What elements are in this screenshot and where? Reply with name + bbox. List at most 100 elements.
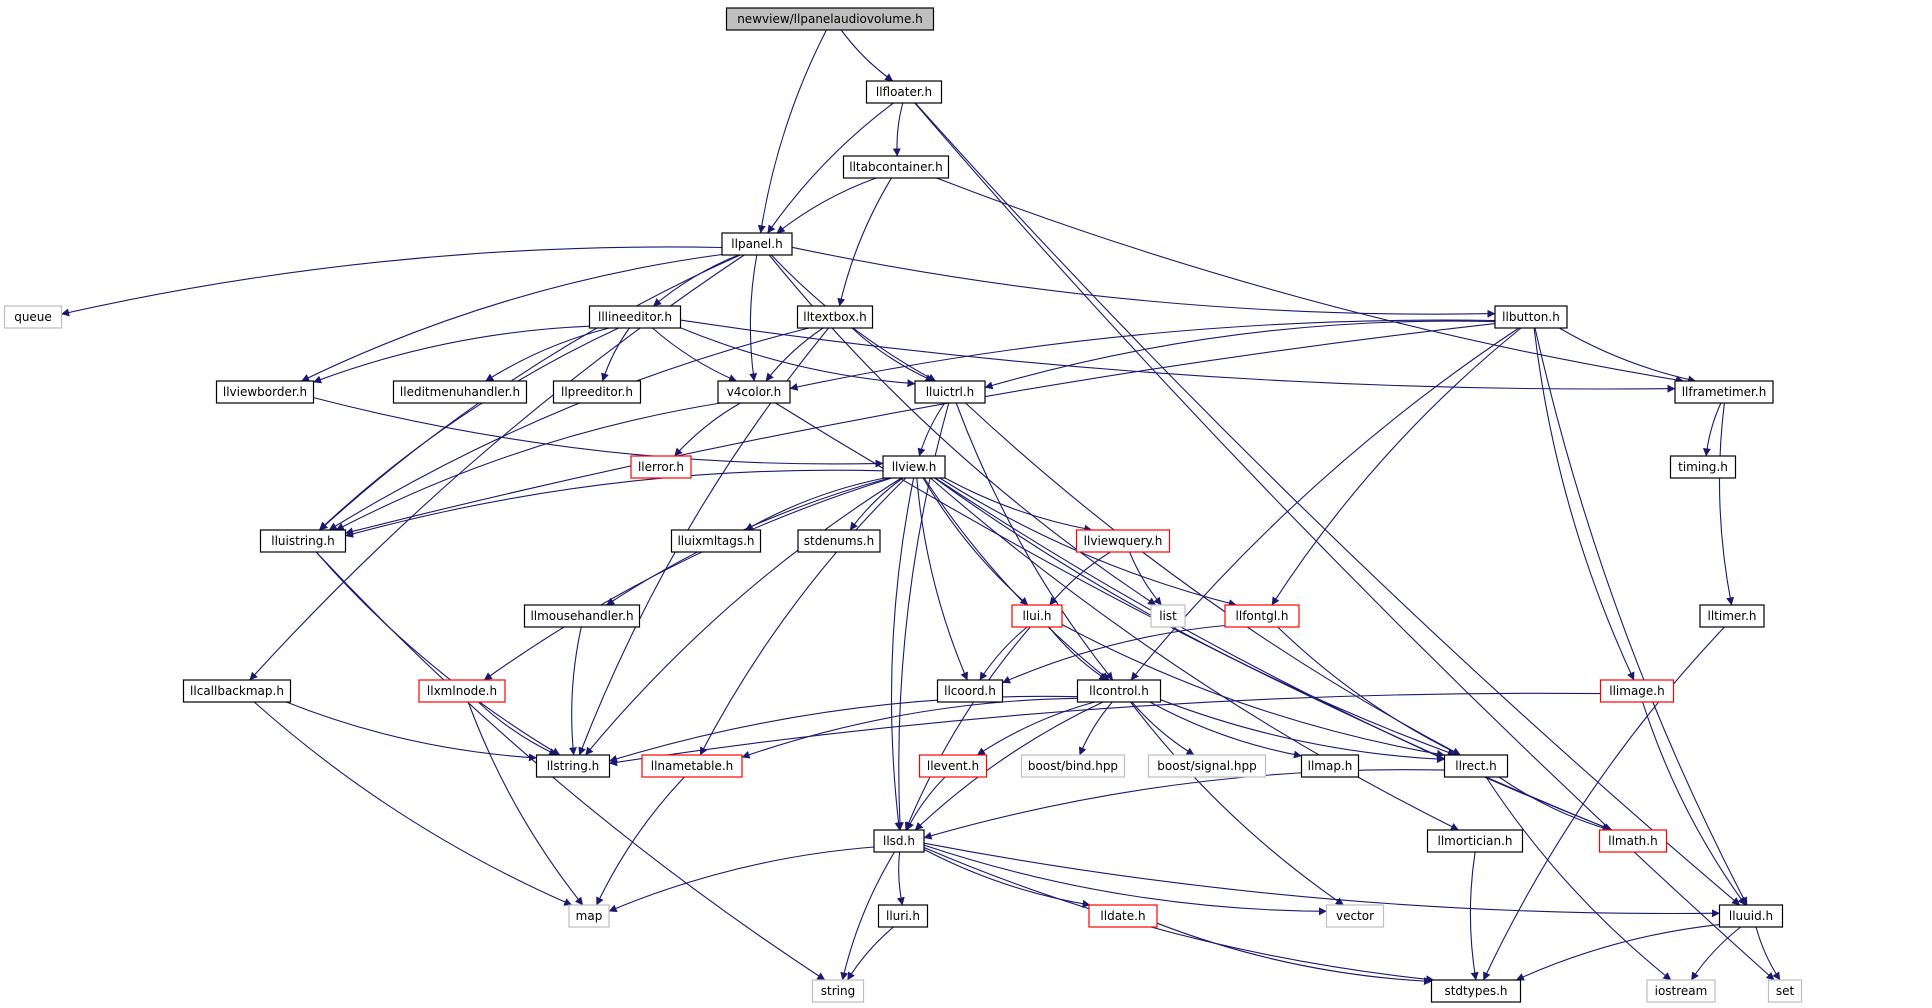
edge-llrect-to-llsd — [923, 769, 1445, 840]
node-label-llview: llview.h — [892, 460, 937, 474]
node-label-iostream: iostream — [1655, 984, 1708, 998]
node-label-lllineeditor: lllineeditor.h — [598, 310, 672, 324]
node-lltabcontainer[interactable]: lltabcontainer.h — [842, 155, 950, 179]
node-lllineeditor[interactable]: lllineeditor.h — [588, 305, 682, 329]
node-llbutton[interactable]: llbutton.h — [1494, 305, 1568, 329]
node-lluixmltags[interactable]: lluixmltags.h — [670, 529, 762, 553]
edge-lltextbox-to-lluictrl — [851, 327, 934, 382]
node-llviewborder[interactable]: llviewborder.h — [215, 380, 315, 404]
node-boostsignal: boost/signal.hpp — [1147, 754, 1267, 778]
node-llpreeditor[interactable]: llpreeditor.h — [552, 380, 642, 404]
node-label-llnametable: llnametable.h — [651, 759, 734, 773]
node-box-llcontrol — [1076, 679, 1162, 703]
node-box-llimage — [1599, 679, 1675, 703]
node-llfontgl[interactable]: llfontgl.h — [1224, 604, 1300, 628]
node-box-lluixmltags — [670, 529, 762, 553]
node-llui[interactable]: llui.h — [1011, 604, 1063, 628]
edge-llcontrol-to-llevent — [976, 701, 1095, 756]
node-v4color[interactable]: v4color.h — [717, 380, 791, 404]
node-llerror[interactable]: llerror.h — [630, 455, 692, 479]
node-timing[interactable]: timing.h — [1669, 455, 1737, 479]
node-llpanel[interactable]: llpanel.h — [721, 232, 793, 256]
node-label-llmap: llmap.h — [1308, 759, 1353, 773]
node-root[interactable]: newview/llpanelaudiovolume.h — [725, 7, 935, 31]
node-box-lllineeditor — [588, 305, 682, 329]
node-box-llmortician — [1426, 829, 1524, 853]
node-llxmlnode[interactable]: llxmlnode.h — [418, 679, 506, 703]
node-box-root — [725, 7, 935, 31]
node-label-lluistring: lluistring.h — [271, 534, 334, 548]
node-lluistring[interactable]: lluistring.h — [259, 529, 347, 553]
node-lleditmenuhandler[interactable]: lleditmenuhandler.h — [392, 380, 528, 404]
node-lluuid[interactable]: lluuid.h — [1718, 904, 1784, 928]
node-llevent[interactable]: llevent.h — [918, 754, 988, 778]
node-layer: newview/llpanelaudiovolume.h llfloater.h l… — [3, 7, 1803, 1003]
node-label-lluuid: lluuid.h — [1729, 909, 1773, 923]
node-llframetimer[interactable]: llframetimer.h — [1674, 380, 1774, 404]
node-llcoord[interactable]: llcoord.h — [936, 679, 1004, 703]
node-label-boostbind: boost/bind.hpp — [1028, 759, 1118, 773]
node-llimage[interactable]: llimage.h — [1599, 679, 1675, 703]
node-box-llview — [882, 455, 946, 479]
edge-llviewquery-to-list — [1129, 551, 1162, 606]
node-label-llimage: llimage.h — [1609, 684, 1664, 698]
edge-llfloater-to-llpanel — [767, 102, 894, 234]
edge-llevent-to-llsd — [906, 776, 946, 831]
edge-llview-to-llxmlnode — [483, 477, 892, 681]
edge-llview-to-llstring — [585, 477, 902, 756]
node-llmath[interactable]: llmath.h — [1598, 829, 1668, 853]
node-label-lluixmltags: lluixmltags.h — [677, 534, 754, 548]
node-label-llpanel: llpanel.h — [731, 237, 782, 251]
node-lltextbox[interactable]: lltextbox.h — [796, 305, 874, 329]
node-llviewquery[interactable]: llviewquery.h — [1075, 529, 1171, 553]
node-label-lldate: lldate.h — [1100, 909, 1145, 923]
edge-lluri-to-string — [847, 926, 894, 981]
node-box-v4color — [717, 380, 791, 404]
node-box-llnametable — [641, 754, 743, 778]
node-stdtypes[interactable]: stdtypes.h — [1430, 979, 1522, 1003]
node-box-vector — [1325, 904, 1385, 928]
node-llstring[interactable]: llstring.h — [535, 754, 611, 778]
node-llnametable[interactable]: llnametable.h — [641, 754, 743, 778]
node-lldate[interactable]: lldate.h — [1088, 904, 1158, 928]
edge-llxmlnode-to-map — [467, 701, 584, 906]
edge-llviewquery-to-llui — [1049, 551, 1111, 606]
node-label-lltabcontainer: lltabcontainer.h — [849, 160, 943, 174]
edge-llfloater-to-lluuid — [914, 102, 1741, 906]
edge-lllineeditor-to-llviewborder — [313, 325, 590, 384]
node-box-stdtypes — [1430, 979, 1522, 1003]
edge-llview-to-llsd — [890, 477, 915, 831]
node-lluictrl[interactable]: lluictrl.h — [914, 380, 986, 404]
node-lltimer[interactable]: lltimer.h — [1699, 604, 1765, 628]
node-box-llcallbackmap — [182, 679, 292, 703]
edge-llviewborder-to-llview — [313, 397, 884, 468]
node-stdenums[interactable]: stdenums.h — [797, 529, 881, 553]
edge-llcontrol-to-llmap — [1149, 701, 1302, 759]
edge-llfontgl-to-llcoord — [1002, 624, 1226, 684]
node-lluri[interactable]: lluri.h — [877, 904, 929, 928]
node-box-stdenums — [797, 529, 881, 553]
node-label-root: newview/llpanelaudiovolume.h — [737, 12, 923, 26]
node-label-string: string — [821, 984, 855, 998]
node-llview[interactable]: llview.h — [882, 455, 946, 479]
node-box-boostbind — [1020, 754, 1126, 778]
node-box-lluictrl — [914, 380, 986, 404]
node-llrect[interactable]: llrect.h — [1443, 754, 1509, 778]
edge-lluictrl-to-llview — [917, 402, 946, 457]
node-llcallbackmap[interactable]: llcallbackmap.h — [182, 679, 292, 703]
node-llmortician[interactable]: llmortician.h — [1426, 829, 1524, 853]
node-llcontrol[interactable]: llcontrol.h — [1076, 679, 1162, 703]
edge-llcontrol-to-boostsignal — [1131, 701, 1195, 756]
edge-llview-to-llrect — [934, 477, 1456, 757]
node-label-v4color: v4color.h — [727, 385, 782, 399]
node-label-llcontrol: llcontrol.h — [1089, 684, 1149, 698]
node-llmap[interactable]: llmap.h — [1300, 754, 1360, 778]
node-llmousehandler[interactable]: llmousehandler.h — [523, 604, 641, 628]
node-llfloater[interactable]: llfloater.h — [865, 80, 943, 104]
node-label-llfloater: llfloater.h — [876, 85, 932, 99]
node-label-lltimer: lltimer.h — [1707, 609, 1756, 623]
node-llsd[interactable]: llsd.h — [873, 829, 925, 853]
edge-llview-to-llmath — [934, 477, 1613, 831]
node-label-list: list — [1159, 609, 1177, 623]
node-label-queue: queue — [14, 310, 52, 324]
